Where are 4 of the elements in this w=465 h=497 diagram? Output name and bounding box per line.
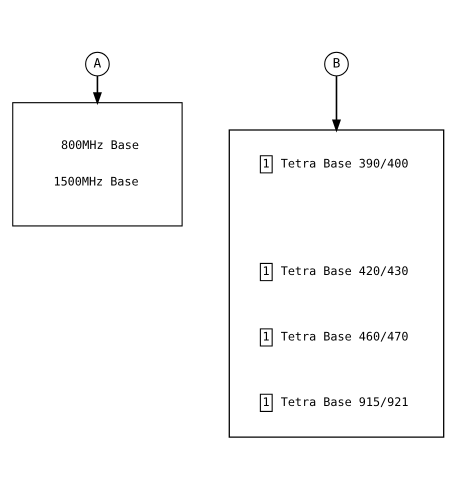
node-label: Tetra Base 915/921 (280, 394, 408, 408)
node-label: Tetra Base 420/430 (280, 264, 408, 278)
node-label: Tetra Base 460/470 (280, 328, 408, 343)
node-label: Tetra Base 390/400 (280, 156, 408, 170)
